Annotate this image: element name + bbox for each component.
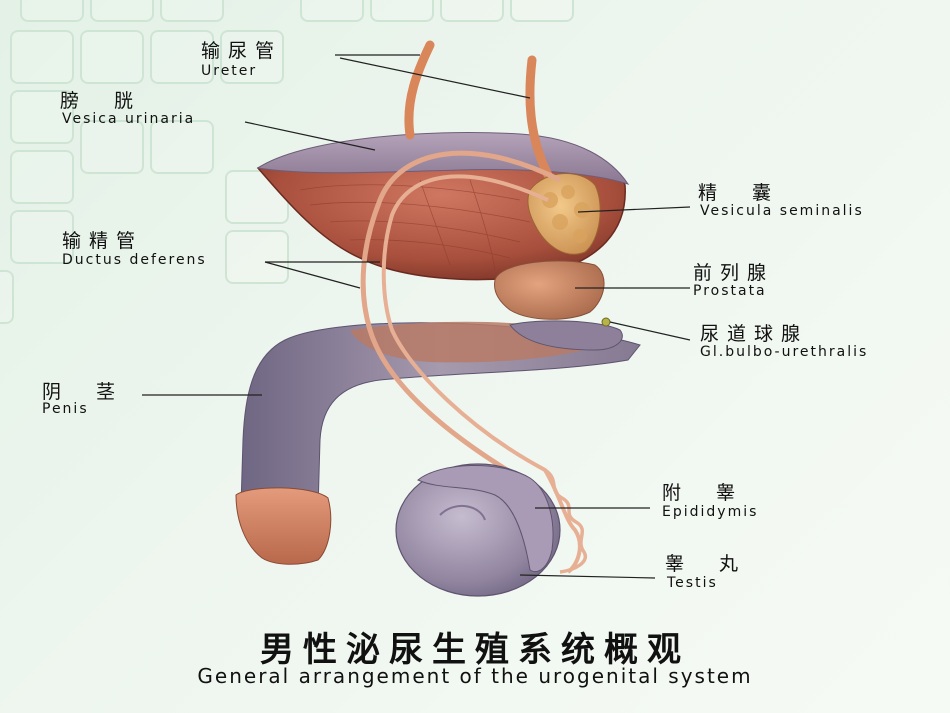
bulbo-gland-shape bbox=[601, 317, 611, 327]
label-testis-en: Testis bbox=[667, 575, 718, 591]
ductus-deferens-inner-shape bbox=[381, 174, 582, 574]
label-ductus-en: Ductus deferens bbox=[62, 252, 207, 268]
label-bulbo-zh: 尿道球腺 bbox=[700, 323, 809, 345]
leader-lines bbox=[142, 54, 691, 579]
label-vesicula-en: Vesicula seminalis bbox=[700, 203, 864, 219]
label-epididymis-zh: 附 睾 bbox=[662, 482, 744, 504]
label-vesicula-zh: 精 囊 bbox=[698, 182, 780, 204]
label-bladder-en: Vesica urinaria bbox=[62, 111, 196, 127]
ductus-deferens-shape bbox=[360, 150, 562, 481]
label-epididymis-en: Epididymis bbox=[662, 504, 759, 520]
label-prostata-en: Prostata bbox=[693, 283, 767, 299]
glans-shape bbox=[235, 487, 332, 565]
page-title-en: General arrangement of the urogenital sy… bbox=[197, 664, 753, 688]
label-bladder-zh: 膀 胱 bbox=[60, 90, 142, 112]
label-ductus-zh: 输精管 bbox=[62, 230, 144, 252]
label-bulbo-en: Gl.bulbo-urethralis bbox=[700, 344, 869, 360]
epididymis-shape bbox=[417, 465, 554, 573]
bulb-shape bbox=[509, 320, 623, 351]
ductus-coils-shape bbox=[543, 468, 588, 574]
label-ureter-en: Ureter bbox=[201, 63, 258, 79]
label-ureter-zh: 输尿管 bbox=[201, 40, 283, 62]
label-prostata-zh: 前列腺 bbox=[693, 262, 775, 284]
label-testis-zh: 睾 丸 bbox=[665, 553, 747, 575]
label-penis-en: Penis bbox=[42, 401, 89, 417]
penis-shape bbox=[240, 322, 641, 511]
label-penis-zh: 阴 茎 bbox=[42, 381, 124, 403]
ureter-left-shape bbox=[404, 40, 435, 140]
page-title-zh: 男性泌尿生殖系统概观 bbox=[260, 630, 690, 670]
testis-fold-shape bbox=[439, 505, 486, 521]
prostate-shape bbox=[494, 260, 605, 320]
ureter-right-shape bbox=[525, 55, 553, 180]
